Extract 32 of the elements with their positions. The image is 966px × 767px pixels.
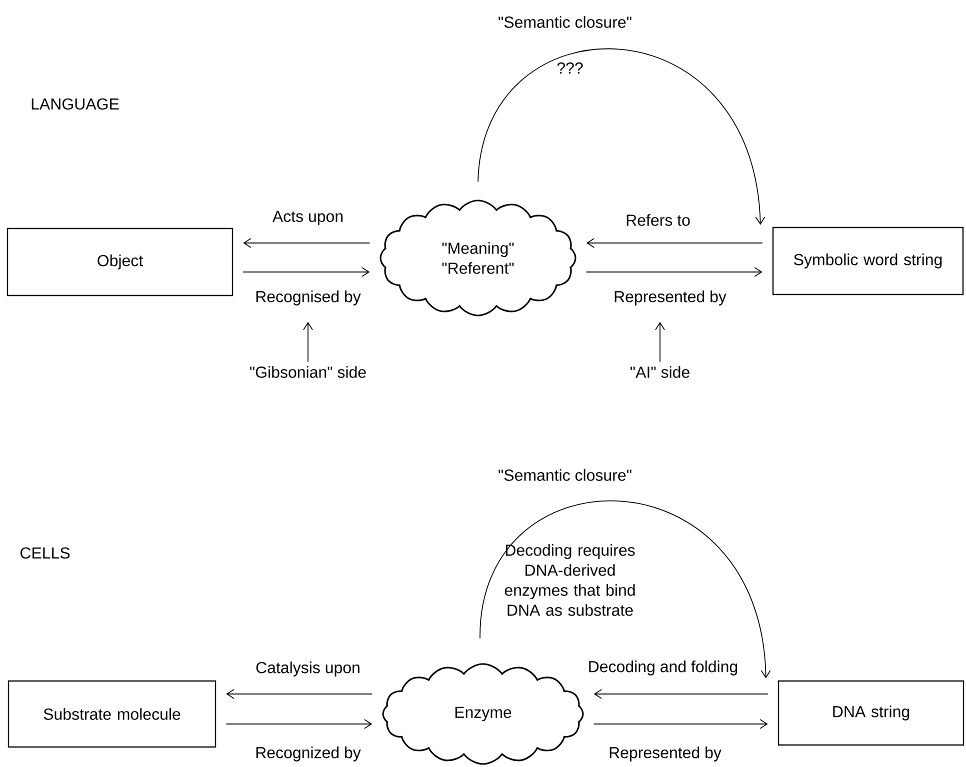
arrow <box>586 238 763 248</box>
edge-label: Acts upon <box>271 210 345 226</box>
process-box: Substrate molecule <box>8 680 216 748</box>
arrow <box>303 322 313 362</box>
edge-label: Represented by <box>608 746 722 762</box>
side-label: "AI" side <box>630 366 690 378</box>
edge-label: Represented by <box>612 290 728 306</box>
edge-label: "Semantic closure" <box>496 15 634 29</box>
arrow <box>242 267 370 277</box>
arrow <box>226 719 372 729</box>
edge-label: Refers to <box>624 213 692 227</box>
section-label: CELLS <box>20 547 70 559</box>
side-label: "Gibsonian" side <box>250 366 366 378</box>
process-box: DNA string <box>778 680 964 746</box>
closure-note: Decoding requires DNA-derived enzymes that bind DNA as substrate <box>504 544 635 616</box>
edge-label: Catalysis upon <box>254 660 362 678</box>
question-marks: ??? <box>557 62 583 74</box>
arrow <box>594 689 768 699</box>
process-box: Symbolic word string <box>772 226 964 296</box>
arrow <box>478 48 766 225</box>
arrow <box>226 689 373 699</box>
edge-label: "Semantic closure" <box>496 468 634 482</box>
edge-label: Recognized by <box>254 746 362 762</box>
edge-label: Decoding and folding <box>586 660 740 676</box>
arrow <box>586 267 762 277</box>
arrow <box>243 238 370 248</box>
edge-label: Recognised by <box>254 290 362 306</box>
arrow <box>655 322 665 362</box>
arrow <box>480 500 771 678</box>
section-label: LANGUAGE <box>32 98 119 110</box>
arrow <box>593 719 768 729</box>
process-box: Object <box>6 228 234 296</box>
